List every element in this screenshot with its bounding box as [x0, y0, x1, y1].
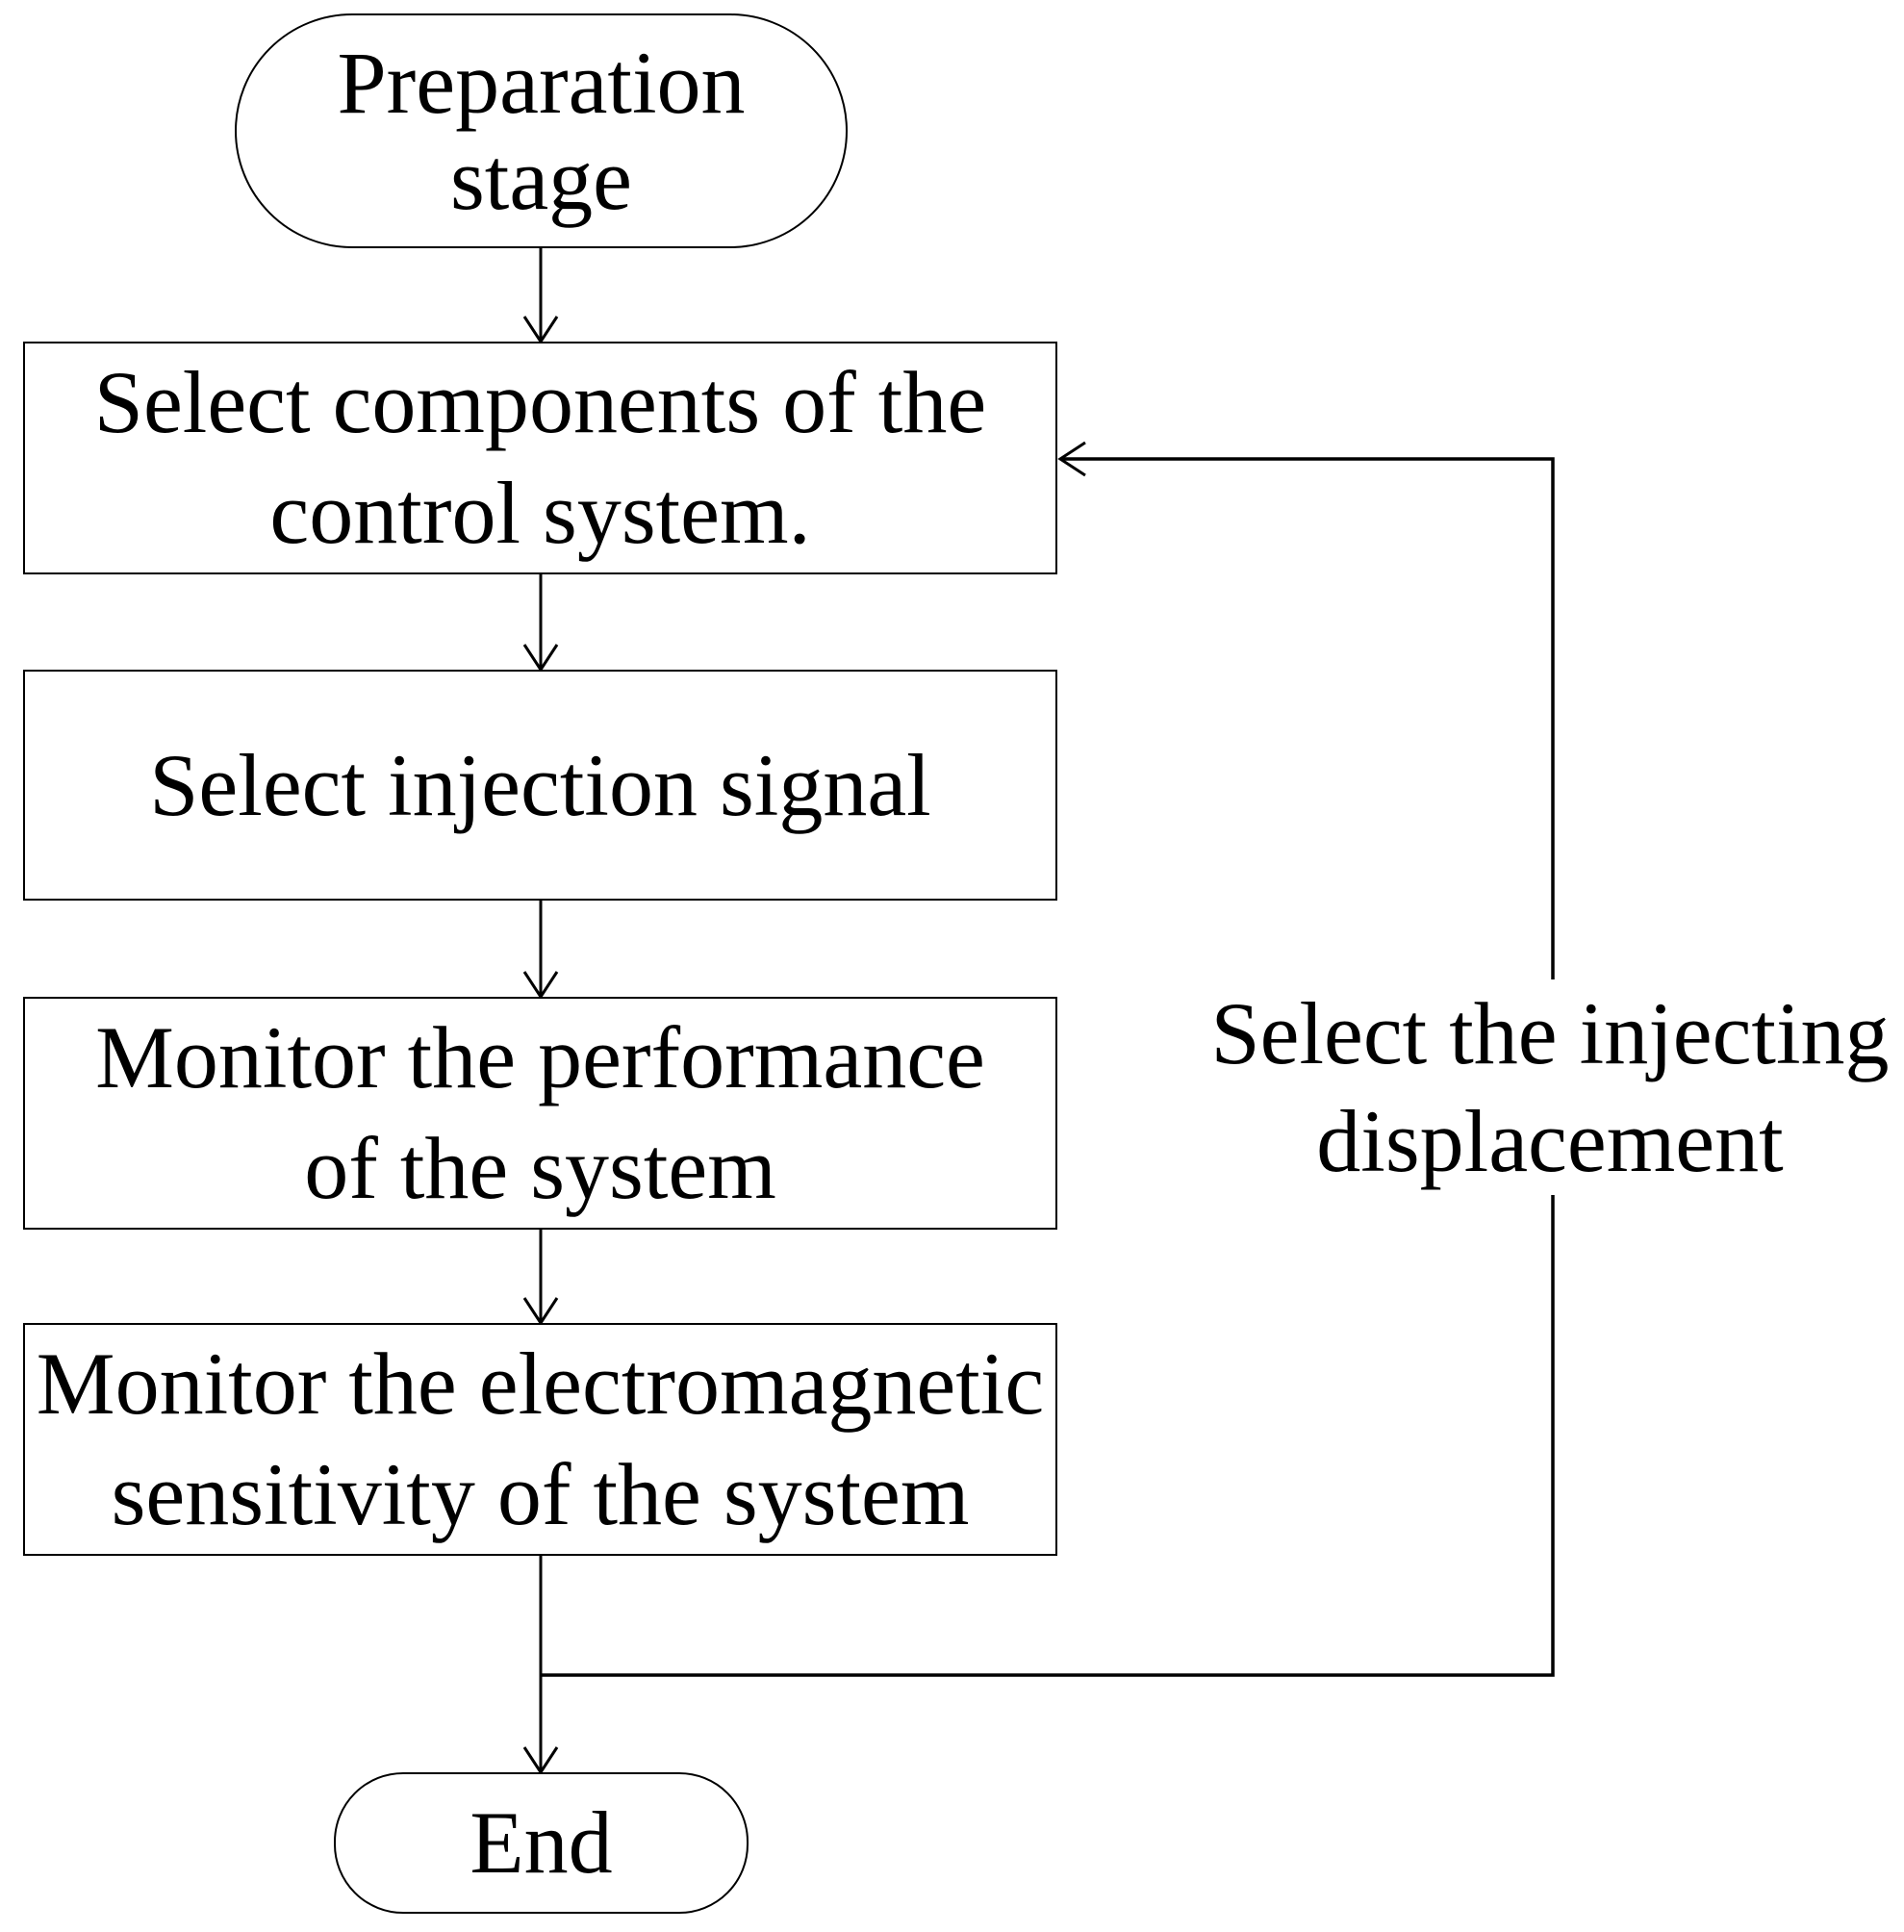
end-node: End: [334, 1772, 749, 1914]
feedback-edge-label: Select the injecting displacement: [1204, 979, 1896, 1195]
monitor-emc-label-line2: sensitivity of the system: [111, 1445, 970, 1543]
select-injection-label: Select injection signal: [149, 735, 931, 834]
monitor-performance-node: Monitor the performance of the system: [23, 997, 1057, 1230]
start-node: Preparation stage: [235, 13, 848, 248]
monitor-emc-node: Monitor the electromagnetic sensitivity …: [23, 1323, 1057, 1556]
feedback-edge-label-line2: displacement: [1316, 1092, 1784, 1190]
end-node-label: End: [470, 1793, 613, 1892]
select-injection-node: Select injection signal: [23, 670, 1057, 901]
arrowhead-left-icon: [1057, 441, 1086, 477]
select-components-label-line2: control system.: [269, 464, 811, 562]
monitor-performance-label-line1: Monitor the performance: [95, 1008, 985, 1106]
monitor-emc-label-line1: Monitor the electromagnetic: [36, 1335, 1045, 1433]
select-components-label-line1: Select components of the: [93, 353, 987, 451]
start-node-label-line1: Preparation: [337, 34, 746, 132]
select-components-node: Select components of the control system.: [23, 342, 1057, 574]
monitor-performance-label-line2: of the system: [304, 1119, 776, 1217]
start-node-label-line2: stage: [449, 130, 633, 228]
feedback-edge-label-line1: Select the injecting: [1210, 984, 1890, 1082]
